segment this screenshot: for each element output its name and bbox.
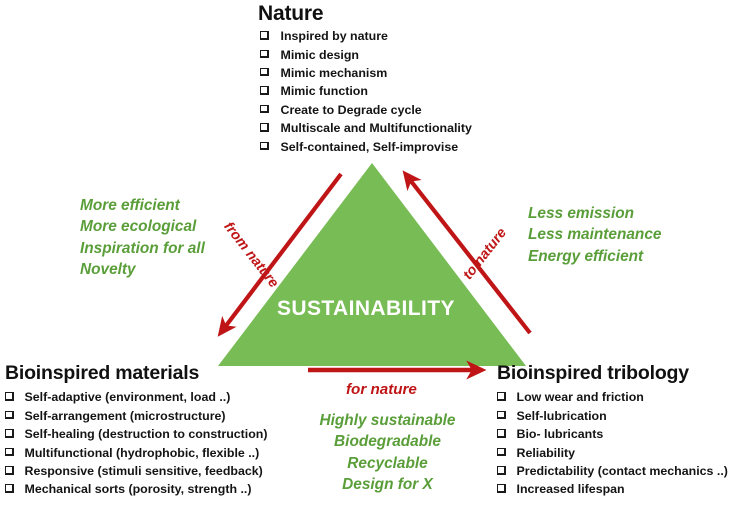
- list-item-label: Predictability (contact mechanics ..): [516, 464, 728, 479]
- list-item-label: Multiscale and Multifunctionality: [280, 121, 472, 136]
- list-item-label: Self-adaptive (environment, load ..): [24, 390, 231, 405]
- list-item[interactable]: Self-healing (destruction to constructio…: [5, 427, 268, 442]
- checkbox-icon[interactable]: [260, 31, 269, 40]
- list-item-label: Reliability: [516, 445, 576, 460]
- list-item-label: Self-healing (destruction to constructio…: [24, 427, 268, 442]
- list-item-label: Self-contained, Self-improvise: [280, 139, 459, 154]
- benefit-line: Inspiration for all: [80, 239, 205, 257]
- arrow-label-to-nature: to nature: [460, 225, 510, 283]
- list-item-label: Self-arrangement (microstructure): [24, 408, 226, 423]
- checkbox-icon[interactable]: [497, 392, 506, 401]
- list-item-label: Mimic design: [280, 47, 360, 62]
- checkbox-icon[interactable]: [5, 429, 14, 438]
- bioinspired-tribology-heading: Bioinspired tribology: [497, 362, 689, 384]
- list-item-label: Self-lubrication: [516, 408, 607, 423]
- benefit-line: More ecological: [80, 218, 197, 236]
- arrow-label-for-nature: for nature: [346, 381, 417, 398]
- list-item-label: Mimic mechanism: [280, 65, 388, 80]
- checkbox-icon[interactable]: [497, 484, 506, 493]
- sustainability-label: SUSTAINABILITY: [277, 297, 455, 320]
- list-item[interactable]: Inspired by nature: [260, 29, 472, 44]
- bioinspired-tribology-checklist: Low wear and friction Self-lubrication B…: [497, 390, 728, 497]
- benefits-left-group: More efficient More ecological Inspirati…: [80, 195, 205, 280]
- bioinspired-tribology-section: Bioinspired tribology Low wear and frict…: [497, 362, 728, 502]
- list-item[interactable]: Create to Degrade cycle: [260, 102, 472, 117]
- list-item[interactable]: Self-arrangement (microstructure): [5, 408, 268, 423]
- checkbox-icon[interactable]: [5, 484, 14, 493]
- checkbox-icon[interactable]: [497, 410, 506, 420]
- checkbox-icon[interactable]: [5, 410, 14, 420]
- list-item-label: Mimic function: [280, 84, 368, 99]
- list-item[interactable]: Self-adaptive (environment, load ..): [5, 390, 268, 405]
- bioinspired-materials-section: Bioinspired materials Self-adaptive (env…: [5, 362, 268, 502]
- list-item[interactable]: Mimic function: [260, 84, 472, 99]
- checkbox-icon[interactable]: [5, 466, 14, 475]
- list-item-label: Bio- lubricants: [516, 427, 604, 442]
- checkbox-icon[interactable]: [260, 49, 269, 58]
- benefits-right-group: Less emission Less maintenance Energy ef…: [528, 203, 661, 267]
- nature-checklist: Inspired by nature Mimic design Mimic me…: [260, 30, 472, 153]
- benefits-bottom-group: Highly sustainable Biodegradable Recycla…: [300, 410, 475, 495]
- list-item[interactable]: Multifunctional (hydrophobic, flexible .…: [5, 445, 268, 460]
- list-item[interactable]: Multiscale and Multifunctionality: [260, 121, 472, 136]
- list-item-label: Mechanical sorts (porosity, strength ..): [24, 482, 252, 497]
- list-item-label: Low wear and friction: [516, 390, 644, 405]
- list-item-label: Multifunctional (hydrophobic, flexible .…: [24, 445, 260, 460]
- checkbox-icon[interactable]: [497, 447, 506, 457]
- list-item[interactable]: Self-lubrication: [497, 408, 728, 423]
- arrow-label-from-nature: from nature: [220, 219, 282, 291]
- checkbox-icon[interactable]: [260, 104, 269, 114]
- list-item[interactable]: Low wear and friction: [497, 390, 728, 405]
- checkbox-icon[interactable]: [5, 447, 14, 457]
- bioinspired-materials-checklist: Self-adaptive (environment, load ..) Sel…: [5, 390, 268, 497]
- list-item[interactable]: Mechanical sorts (porosity, strength ..): [5, 482, 268, 497]
- benefit-line: Design for X: [342, 475, 433, 493]
- list-item[interactable]: Increased lifespan: [497, 482, 728, 497]
- bioinspired-materials-heading: Bioinspired materials: [5, 362, 200, 384]
- nature-section: Nature Inspired by nature Mimic design M…: [258, 2, 472, 159]
- list-item[interactable]: Predictability (contact mechanics ..): [497, 465, 728, 477]
- list-item-label: Create to Degrade cycle: [280, 102, 422, 117]
- checkbox-icon[interactable]: [497, 429, 506, 438]
- checkbox-icon[interactable]: [497, 466, 506, 475]
- list-item-label: Increased lifespan: [516, 482, 625, 497]
- list-item[interactable]: Mimic design: [260, 47, 472, 62]
- benefit-line: Less maintenance: [528, 226, 662, 244]
- benefit-line: Highly sustainable: [319, 412, 456, 429]
- checkbox-icon[interactable]: [260, 67, 269, 77]
- list-item[interactable]: Mimic mechanism: [260, 65, 472, 80]
- list-item-label: Responsive (stimuli sensitive, feedback): [24, 464, 263, 479]
- list-item[interactable]: Bio- lubricants: [497, 427, 728, 442]
- benefit-line: Recyclable: [347, 454, 428, 472]
- nature-heading: Nature: [258, 2, 324, 25]
- benefit-line: Novelty: [80, 260, 136, 278]
- checkbox-icon[interactable]: [260, 123, 269, 132]
- benefit-line: Energy efficient: [528, 247, 644, 265]
- checkbox-icon[interactable]: [260, 86, 269, 95]
- list-item[interactable]: Reliability: [497, 445, 728, 460]
- list-item[interactable]: Self-contained, Self-improvise: [260, 139, 472, 154]
- benefit-line: Less emission: [528, 205, 635, 222]
- checkbox-icon[interactable]: [260, 141, 269, 151]
- list-item-label: Inspired by nature: [280, 29, 388, 44]
- benefit-line: Biodegradable: [334, 433, 441, 451]
- benefit-line: More efficient: [80, 197, 180, 214]
- checkbox-icon[interactable]: [5, 392, 14, 401]
- list-item[interactable]: Responsive (stimuli sensitive, feedback): [5, 465, 268, 477]
